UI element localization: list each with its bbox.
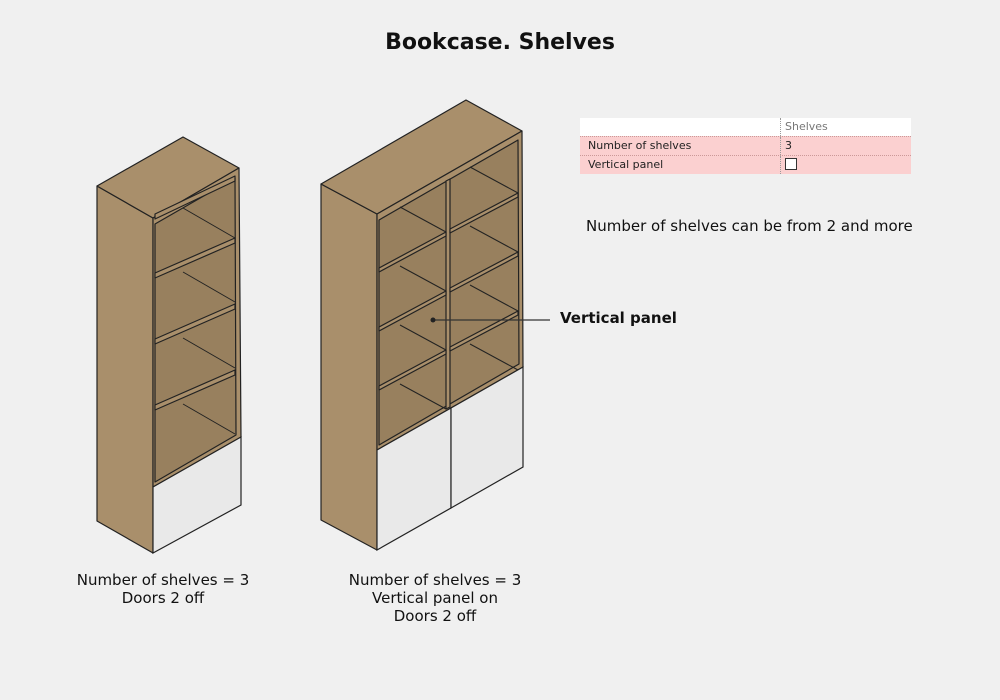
page-title: Bookcase. Shelves bbox=[385, 30, 615, 55]
vertical-panel-callout: Vertical panel bbox=[560, 309, 677, 327]
bookcase-right bbox=[320, 99, 524, 552]
caption-line: Number of shelves = 3 bbox=[76, 571, 250, 589]
properties-header-row: Shelves bbox=[580, 118, 911, 136]
caption-right: Number of shelves = 3 Vertical panel on … bbox=[335, 571, 535, 625]
number-of-shelves-value[interactable]: 3 bbox=[780, 137, 911, 155]
caption-line: Doors 2 off bbox=[121, 589, 205, 607]
bookcase-left bbox=[96, 136, 242, 555]
vertical-panel-checkbox[interactable] bbox=[785, 158, 797, 170]
shelves-note: Number of shelves can be from 2 and more bbox=[586, 217, 913, 235]
property-row-number-of-shelves: Number of shelves 3 bbox=[580, 136, 911, 155]
properties-header: Shelves bbox=[780, 118, 911, 136]
caption-line: Doors 2 off bbox=[393, 607, 477, 625]
property-label: Vertical panel bbox=[588, 158, 664, 171]
property-row-vertical-panel: Vertical panel bbox=[580, 155, 911, 174]
caption-left: Number of shelves = 3 Doors 2 off bbox=[63, 571, 263, 607]
properties-panel: Shelves Number of shelves 3 Vertical pan… bbox=[580, 118, 911, 174]
callout-dot bbox=[430, 317, 436, 323]
caption-line: Number of shelves = 3 bbox=[348, 571, 522, 589]
property-label: Number of shelves bbox=[588, 139, 692, 152]
caption-line: Vertical panel on bbox=[372, 589, 498, 607]
